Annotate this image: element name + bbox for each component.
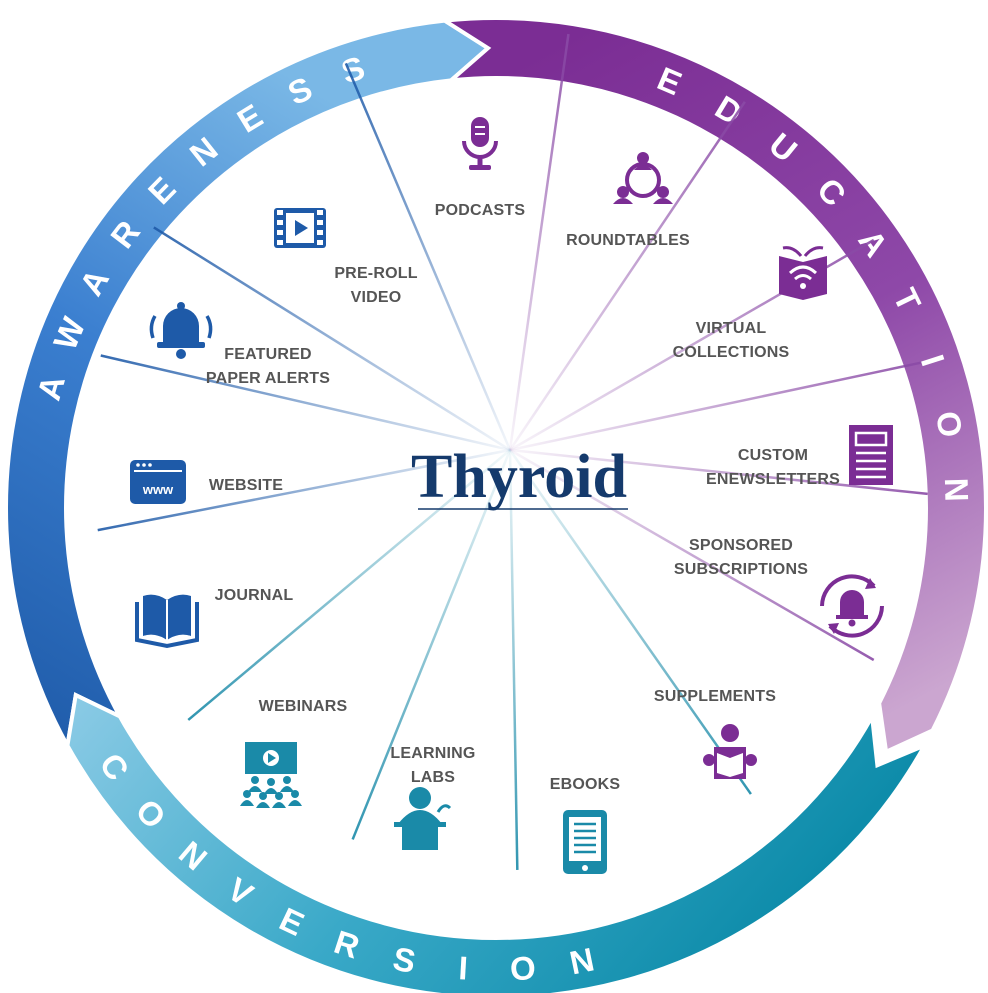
spoke [344, 62, 512, 451]
supplements-label: SUPPLEMENTS [654, 688, 776, 705]
spoke [509, 361, 922, 452]
lecturer-icon [394, 787, 452, 850]
roundtable-icon [613, 152, 673, 204]
browser-www-icon: www [130, 460, 186, 504]
conversion-arc [65, 692, 930, 993]
bell-icon [149, 302, 213, 359]
roundtables-label: ROUNDTABLES [566, 232, 690, 249]
item-podcasts: PODCASTS [435, 117, 526, 219]
film-play-icon [274, 208, 326, 248]
spoke [153, 226, 511, 452]
book-wifi-icon [779, 246, 827, 300]
spoke [508, 101, 746, 451]
spoke [508, 33, 570, 451]
item-roundtables: ROUNDTABLES [566, 152, 690, 249]
spoke [351, 449, 512, 840]
svg-text:N: N [566, 938, 611, 982]
item-ebooks: EBOOKS [550, 776, 621, 874]
podcasts-label: PODCASTS [435, 202, 526, 219]
open-book-icon [135, 594, 199, 649]
website-label: WEBSITE [209, 477, 283, 494]
center-title: Thyroid [411, 443, 627, 511]
webinar-icon [240, 742, 302, 808]
item-webinars: WEBINARS [240, 698, 347, 808]
ebook-icon [563, 810, 607, 874]
svg-text:I: I [458, 949, 483, 987]
spoke [509, 448, 875, 662]
spoke [509, 448, 928, 496]
spoke [187, 449, 511, 721]
journal-label: JOURNAL [215, 587, 294, 604]
svg-text:O: O [929, 408, 972, 453]
spoke [97, 448, 511, 532]
webinars-label: WEBINARS [259, 698, 348, 715]
education-arc [438, 16, 988, 755]
svg-text:O: O [509, 948, 551, 988]
item-website: www WEBSITE [130, 460, 283, 504]
svg-text:www: www [142, 482, 174, 497]
item-journal: JOURNAL [135, 587, 294, 649]
svg-text:S: S [390, 940, 432, 983]
ebooks-label: EBOOKS [550, 776, 621, 793]
microphone-icon [462, 117, 498, 170]
bell-cycle-icon [820, 574, 884, 638]
spoke [508, 449, 519, 870]
item-supplements: SUPPLEMENTS [654, 688, 776, 779]
svg-text:N: N [938, 477, 976, 516]
spoke [508, 449, 752, 795]
reader-icon [703, 724, 757, 779]
newsletter-icon [849, 425, 893, 485]
spoke [100, 354, 511, 452]
